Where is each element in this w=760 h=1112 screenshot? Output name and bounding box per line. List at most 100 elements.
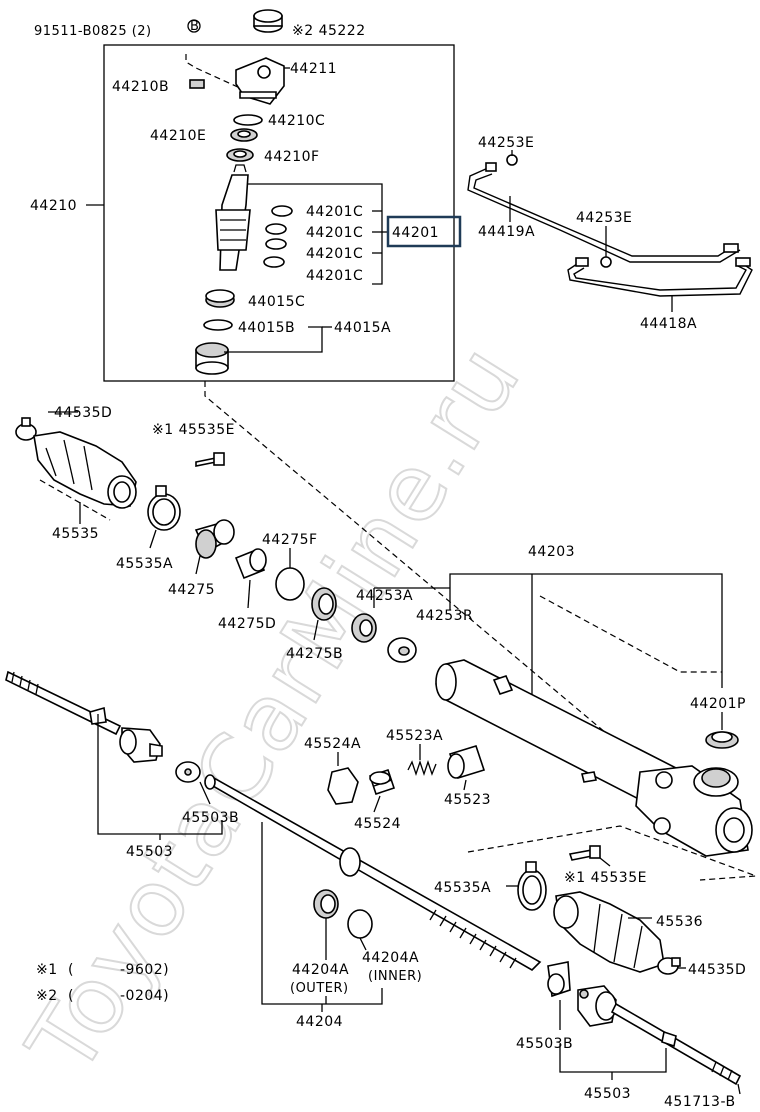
- pin-44210b: [189, 79, 205, 89]
- label-45535a-left: 45535A: [116, 556, 173, 572]
- label-45535a-right: 45535A: [434, 880, 491, 896]
- tie-rod-end-right: [547, 961, 571, 998]
- nut-44253e-1: [506, 154, 518, 166]
- note-1-mark: ※1: [36, 962, 58, 978]
- clamp-44535d-right: [657, 957, 681, 975]
- label-45503-left: 45503: [126, 844, 173, 860]
- note-1-paren: (: [68, 962, 74, 978]
- label-45535e-left: ※1 45535E: [152, 422, 235, 438]
- rack-housing-44203: [435, 659, 753, 857]
- rack-bar: [204, 774, 542, 971]
- bracket-44201c: [248, 183, 383, 285]
- label-44204a-inner: 44204A: [362, 950, 419, 966]
- spring-45523a: [407, 759, 437, 777]
- label-45503b-right: 45503B: [516, 1036, 573, 1052]
- seal-44275b: [311, 587, 337, 621]
- label-44015c: 44015C: [248, 294, 305, 310]
- valve-assembly-box: [103, 44, 455, 382]
- bearing-44015c: [205, 289, 235, 308]
- label-44201[interactable]: 44201: [392, 225, 439, 241]
- nut-45503b-left: [175, 761, 201, 783]
- oring-44015b: [203, 319, 233, 331]
- label-44275d: 44275D: [218, 616, 276, 632]
- leader-shaft-centerline: [204, 381, 651, 771]
- label-44015b: 44015B: [238, 320, 295, 336]
- label-44015a: 44015A: [334, 320, 391, 336]
- label-45524: 45524: [354, 816, 401, 832]
- seal-44201p: [705, 731, 739, 749]
- seal-44210f: [226, 148, 254, 162]
- housing-44015a: [195, 342, 229, 375]
- housing-44211: [235, 57, 285, 105]
- highlight-44201[interactable]: [386, 215, 462, 248]
- clamp-45535a-left: [147, 485, 181, 531]
- label-44253a: 44253A: [356, 588, 413, 604]
- bracket-44203: [449, 573, 723, 688]
- label-44210c: 44210C: [268, 113, 325, 129]
- control-valve-shaft: [215, 164, 251, 271]
- bush-44275: [194, 519, 235, 559]
- circle-b-marker: [187, 19, 201, 33]
- label-44201c-2: 44201C: [306, 225, 363, 241]
- label-44210f: 44210F: [264, 149, 320, 165]
- label-45535e-right: ※1 45535E: [564, 870, 647, 886]
- label-44201c-4: 44201C: [306, 268, 363, 284]
- label-44210: 44210: [30, 198, 77, 214]
- label-44418a: 44418A: [640, 316, 697, 332]
- pipe-44418a: [567, 257, 753, 297]
- label-45524a: 45524A: [304, 736, 361, 752]
- shim-44275f: [275, 567, 305, 601]
- label-91511-b0825: 91511-B0825 (2): [34, 24, 152, 39]
- label-44253e-2: 44253E: [576, 210, 632, 226]
- label-45222: ※2 45222: [292, 23, 366, 39]
- watermark: ToyotaCarMine.ru: [7, 326, 541, 1092]
- label-45535: 45535: [52, 526, 99, 542]
- label-44211: 44211: [290, 61, 337, 77]
- label-inner: (INNER): [368, 969, 422, 984]
- note-2-paren: (: [68, 988, 74, 1004]
- label-45503-right: 45503: [584, 1086, 631, 1102]
- label-44204a-outer: 44204A: [292, 962, 349, 978]
- label-45503b-left: 45503B: [182, 810, 239, 826]
- label-44210b: 44210B: [112, 79, 169, 95]
- label-44210e: 44210E: [150, 128, 206, 144]
- label-45536: 45536: [656, 914, 703, 930]
- bolt-45535e-right: [568, 845, 601, 861]
- seal-44210e: [230, 128, 258, 142]
- sleeve-44275d: [234, 548, 267, 580]
- seal-44204a-inner: [347, 909, 373, 939]
- boot-45536: [553, 891, 665, 973]
- note-2-mark: ※2: [36, 988, 58, 1004]
- pipe-44419a: [467, 162, 741, 263]
- label-45523a: 45523A: [386, 728, 443, 744]
- bushing-44253a: [351, 613, 377, 643]
- label-44203: 44203: [528, 544, 575, 560]
- label-44204: 44204: [296, 1014, 343, 1030]
- label-44535d-left: 44535D: [54, 405, 112, 421]
- spring-cap-45524: [368, 768, 396, 796]
- clamp-45535a-right: [517, 861, 547, 911]
- locknut-45524a: [327, 767, 359, 805]
- note-2-value: -0204): [120, 988, 169, 1004]
- label-44275f: 44275F: [262, 532, 318, 548]
- label-44201c-3: 44201C: [306, 246, 363, 262]
- rings-44201c: [263, 205, 293, 268]
- oring-44210c: [233, 114, 263, 126]
- label-45523: 45523: [444, 792, 491, 808]
- bolt-45535e-left: [195, 452, 225, 467]
- tie-rod-left: [5, 670, 163, 763]
- clamp-44535d-left: [15, 417, 37, 441]
- guide-45523: [447, 745, 486, 779]
- label-44419a: 44419A: [478, 224, 535, 240]
- washer-44253r: [387, 637, 417, 663]
- label-outer: (OUTER): [290, 981, 349, 996]
- label-44253r: 44253R: [416, 608, 473, 624]
- label-44275b: 44275B: [286, 646, 343, 662]
- seal-44204a-outer: [313, 889, 339, 919]
- bracket-44015a: [224, 326, 323, 353]
- label-44535d-right: 44535D: [688, 962, 746, 978]
- label-circle-b: B: [190, 19, 199, 34]
- label-44201p: 44201P: [690, 696, 746, 712]
- note-1-value: -9602): [120, 962, 169, 978]
